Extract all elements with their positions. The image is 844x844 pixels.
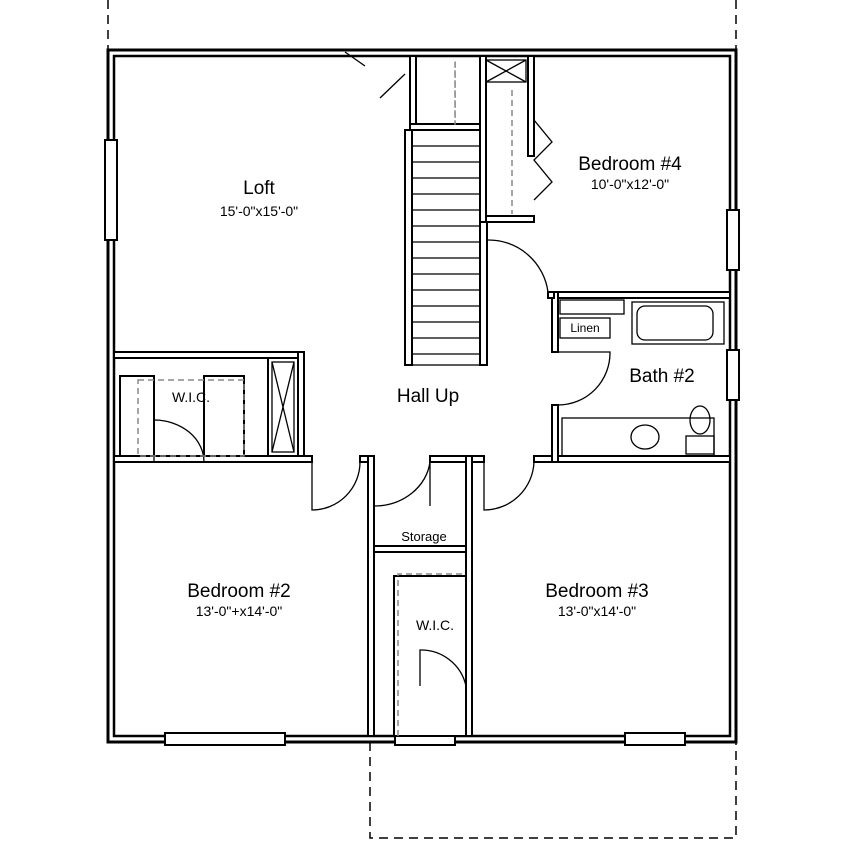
staircase (271, 59, 527, 453)
interior-walls (113, 55, 731, 737)
room-name-bedroom3: Bedroom #3 (545, 581, 649, 602)
room-size-bedroom3: 13'-0"x14'-0" (558, 603, 636, 619)
room-name-bath2: Bath #2 (629, 366, 695, 387)
dashed-extents (107, 0, 737, 839)
room-size-bedroom4: 10'-0"x12'-0" (591, 176, 669, 192)
room-name-wic2: W.I.C. (416, 617, 454, 633)
room-name-hall: Hall Up (397, 386, 459, 407)
room-name-linen: Linen (570, 321, 599, 335)
windows (104, 139, 740, 746)
doors (153, 51, 611, 687)
bath-fixtures (559, 299, 725, 457)
room-name-bedroom2: Bedroom #2 (187, 581, 291, 602)
room-name-wic1: W.I.C. (172, 389, 210, 405)
room-name-loft: Loft (243, 178, 275, 199)
room-name-bedroom4: Bedroom #4 (578, 154, 682, 175)
room-name-storage: Storage (401, 529, 447, 544)
room-size-bedroom2: 13'-0"+x14'-0" (196, 603, 283, 619)
room-size-loft: 15'-0"x15'-0" (220, 203, 298, 219)
